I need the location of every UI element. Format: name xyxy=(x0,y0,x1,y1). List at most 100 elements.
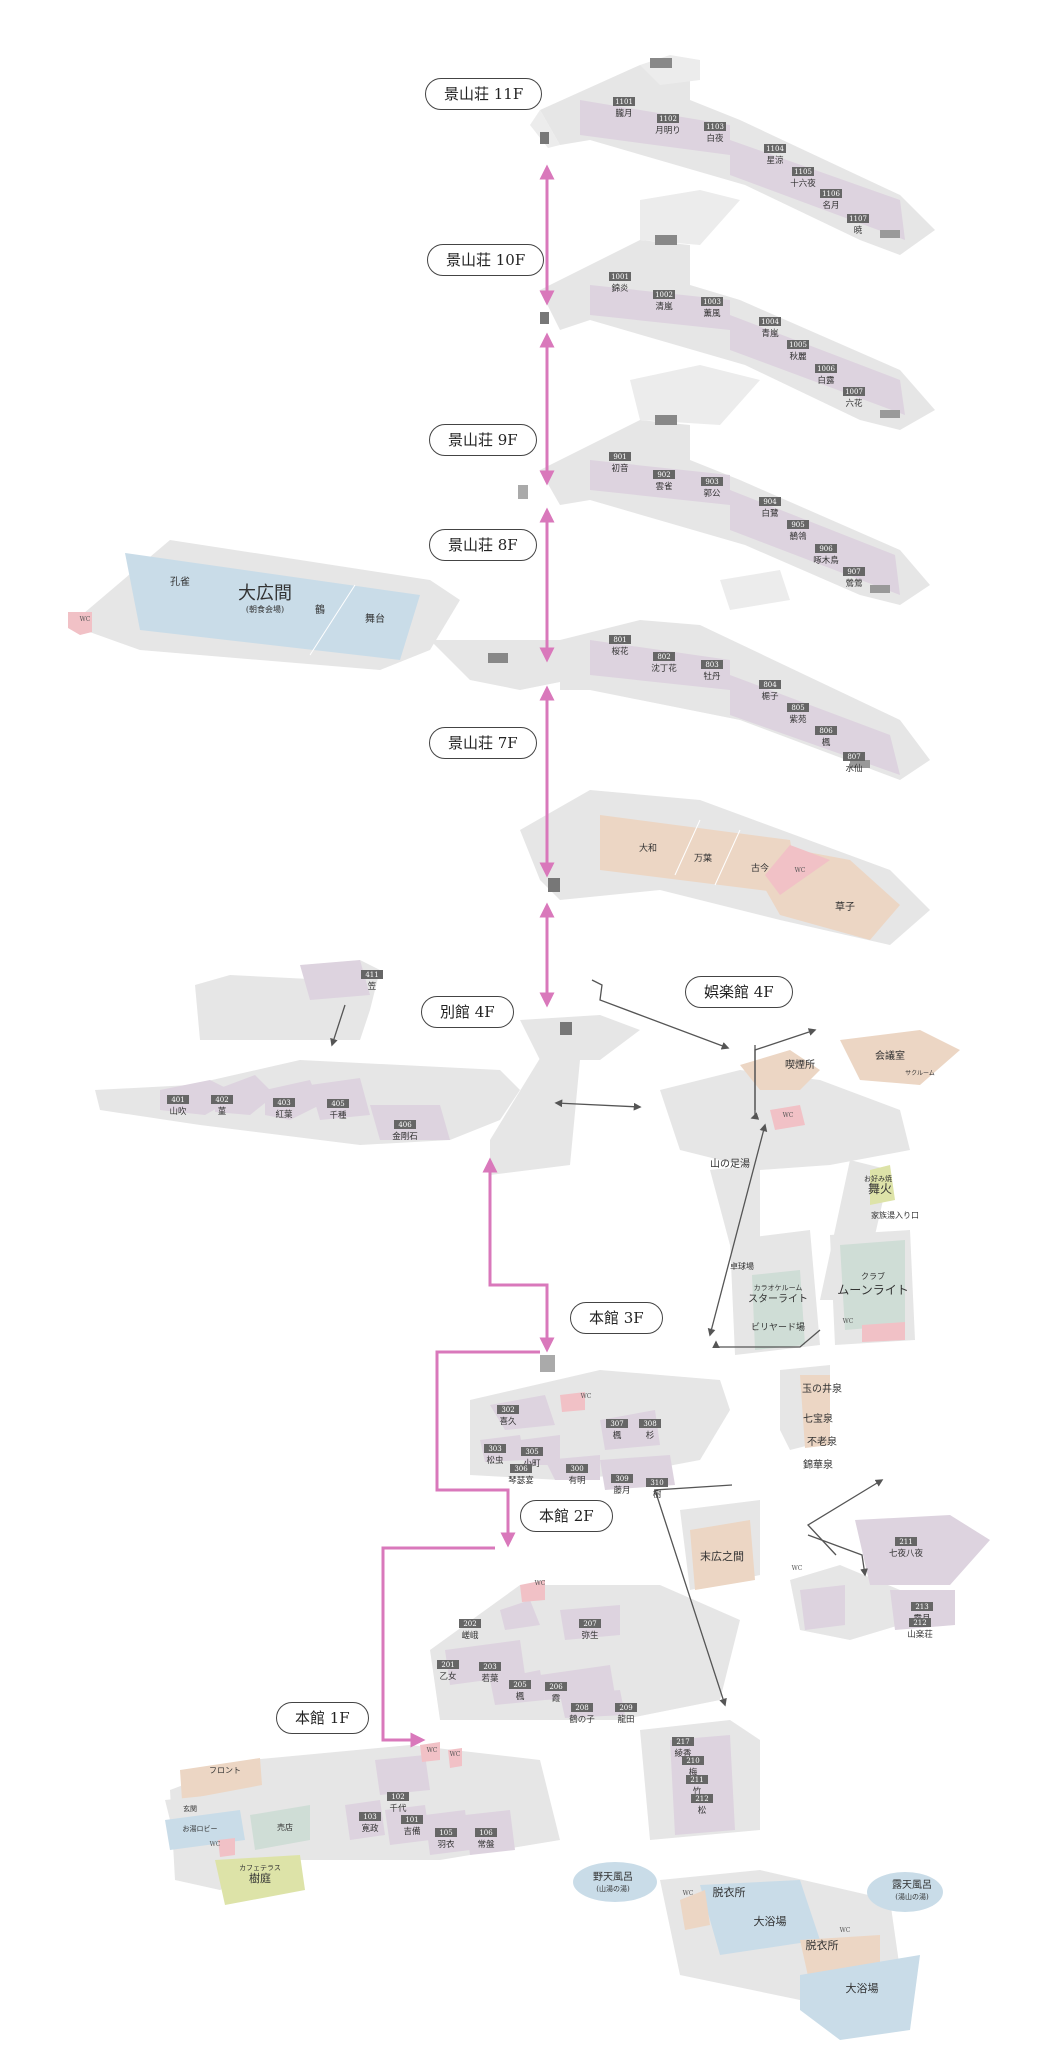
room-number-plate xyxy=(672,1737,694,1746)
floor-label-bekkan-4f[interactable]: 別館 4F xyxy=(421,996,514,1028)
label-tsuru: 鶴 xyxy=(315,603,325,616)
label-nanahou: 七宝泉 xyxy=(803,1412,833,1425)
room-name: 弥生 xyxy=(581,1630,599,1641)
room-name: 水仙 xyxy=(845,763,862,774)
room-number: 401 xyxy=(171,1096,184,1104)
label-datsuijo1: 脱衣所 xyxy=(713,1885,746,1899)
room-name: 桜花 xyxy=(611,646,629,657)
floor-label-honkan-2f[interactable]: 本館 2F xyxy=(520,1500,613,1532)
room-number: 1002 xyxy=(655,291,673,299)
room-name: 錦炎 xyxy=(611,283,629,294)
room-number-plate xyxy=(459,1619,481,1628)
toilet-icon: WC xyxy=(792,1565,803,1572)
room-number-plate xyxy=(435,1828,457,1837)
room-number-plate xyxy=(359,1812,381,1821)
room-name: 七夜八夜 xyxy=(889,1548,924,1559)
room-number: 310 xyxy=(650,1479,663,1487)
floor-label-goraku-4f[interactable]: 娯楽館 4F xyxy=(685,976,793,1008)
floor-label-keizan-11f[interactable]: 景山荘 11F xyxy=(425,78,543,110)
room-name: 十六夜 xyxy=(790,178,816,189)
room-honkan3-305[interactable]: 305小町 xyxy=(521,1447,543,1469)
floor-label-keizan-9f[interactable]: 景山荘 9F xyxy=(429,424,537,456)
floor-label-keizan-8f[interactable]: 景山荘 8F xyxy=(429,529,537,561)
toilet-icon: WC xyxy=(683,1890,694,1897)
room-number-plate xyxy=(657,114,679,123)
toilet-icon: WC xyxy=(80,616,91,623)
label-cafe: カフェテラス xyxy=(239,1864,281,1872)
floor-label-keizan-7f[interactable]: 景山荘 7F xyxy=(429,727,537,759)
room-number-plate xyxy=(759,497,781,506)
room-number: 308 xyxy=(643,1420,656,1428)
floor-label-honkan-3f[interactable]: 本館 3F xyxy=(570,1302,663,1334)
room-name: 白露 xyxy=(817,375,835,386)
label-genkan: 玄関 xyxy=(183,1804,197,1813)
floor-label-keizan-10f[interactable]: 景山荘 10F xyxy=(427,244,545,276)
room-name: 寛政 xyxy=(361,1823,379,1834)
label-lobby: お湯ロビー xyxy=(183,1824,218,1833)
floor-label-honkan-1f[interactable]: 本館 1F xyxy=(276,1702,369,1734)
room-name: 笠 xyxy=(368,981,377,992)
